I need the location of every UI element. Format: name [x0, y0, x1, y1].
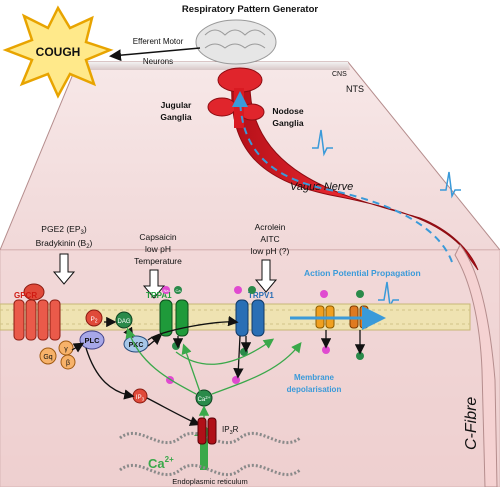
svg-text:low pH: low pH — [145, 244, 171, 254]
efferent-arrow — [109, 47, 201, 62]
ca-release: Ca2+ — [195, 389, 213, 407]
nodose-label-1: Nodose — [272, 106, 303, 116]
cns-label: CNS — [332, 71, 347, 78]
nts-label: NTS — [346, 84, 364, 94]
ip3r-label: IP3R — [222, 425, 239, 436]
ca-big-label: Ca2+ — [148, 455, 174, 471]
svg-text:Ca2+: Ca2+ — [198, 395, 211, 403]
svg-text:Gq: Gq — [43, 354, 52, 361]
respiratory-pattern-generator-label: Respiratory Pattern Generator — [182, 4, 319, 15]
er-label: Endoplasmic reticulum — [172, 477, 247, 486]
svg-text:β: β — [66, 360, 70, 367]
svg-text:DAG: DAG — [117, 319, 130, 325]
svg-text:PKC: PKC — [129, 342, 144, 349]
membrane-depolarisation-label-1: Membrane — [294, 373, 335, 382]
gpcr-label: GPCR — [14, 291, 37, 300]
ip3r-channel — [197, 417, 217, 445]
svg-text:Acrolein: Acrolein — [255, 222, 286, 232]
dag-molecule: DAG — [115, 311, 133, 329]
trpa1-label: TRPA1 — [146, 291, 172, 300]
svg-text:Capsaicin: Capsaicin — [139, 232, 177, 242]
signaling-arrows — [71, 315, 366, 426]
spike-icon-2 — [440, 171, 461, 199]
cough-burst: COUGH — [2, 5, 114, 99]
svg-text:γ: γ — [64, 346, 68, 353]
jugular-label-1: Jugular — [161, 100, 192, 110]
cough-label: COUGH — [36, 45, 81, 59]
svg-text:PLC: PLC — [85, 336, 101, 345]
spike-icon-3 — [378, 281, 399, 309]
svg-text:P2: P2 — [90, 316, 97, 325]
jugular-label-2: Ganglia — [160, 112, 191, 122]
vagus-nerve-label: Vagus Nerve — [290, 181, 353, 193]
efferent-label-2: Neurons — [143, 57, 173, 66]
svg-text:Temperature: Temperature — [134, 256, 182, 266]
trpv1-label: TRPV1 — [248, 291, 274, 300]
svg-text:Na: Na — [163, 288, 169, 293]
stimulus-trpa1: Capsaicin low pH Temperature — [134, 232, 182, 299]
svg-text:AITC: AITC — [260, 234, 279, 244]
membrane-depolarisation-label-2: depolarisation — [287, 385, 342, 394]
svg-text:PGE2 (EP3): PGE2 (EP3) — [41, 224, 87, 236]
stimulus-trpv1: Acrolein AITC low pH (?) — [251, 222, 290, 293]
c-fibre-tail — [454, 244, 498, 487]
ganglia — [207, 67, 265, 128]
svg-text:Ca: Ca — [175, 288, 181, 293]
svg-text:low pH (?): low pH (?) — [251, 246, 290, 256]
stimulus-gpcr: PGE2 (EP3) Bradykinin (B2) — [36, 224, 93, 285]
pkc-enzyme: PKC — [123, 335, 149, 353]
ip3-molecule: IP3 — [132, 388, 148, 404]
nodose-label-2: Ganglia — [272, 118, 303, 128]
tissue-box — [0, 61, 500, 487]
plc-enzyme: PLC — [79, 330, 105, 350]
cell-membrane — [0, 303, 471, 331]
brain-icon — [195, 19, 277, 65]
gpcr-receptor — [13, 283, 61, 341]
action-potential-path — [232, 91, 453, 263]
pip2-molecule: P2 — [85, 309, 103, 327]
g-protein: Gq γ β — [39, 340, 76, 370]
vagus-nerve — [231, 79, 479, 271]
action-potential-label: Action Potential Propagation — [304, 268, 421, 278]
efferent-label-1: Efferent Motor — [133, 37, 184, 46]
c-fibre-label: C-Fibre — [463, 397, 480, 450]
svg-text:Bradykinin (B2): Bradykinin (B2) — [36, 238, 93, 250]
spike-icon-1 — [312, 129, 333, 157]
svg-text:IP3: IP3 — [136, 395, 145, 402]
